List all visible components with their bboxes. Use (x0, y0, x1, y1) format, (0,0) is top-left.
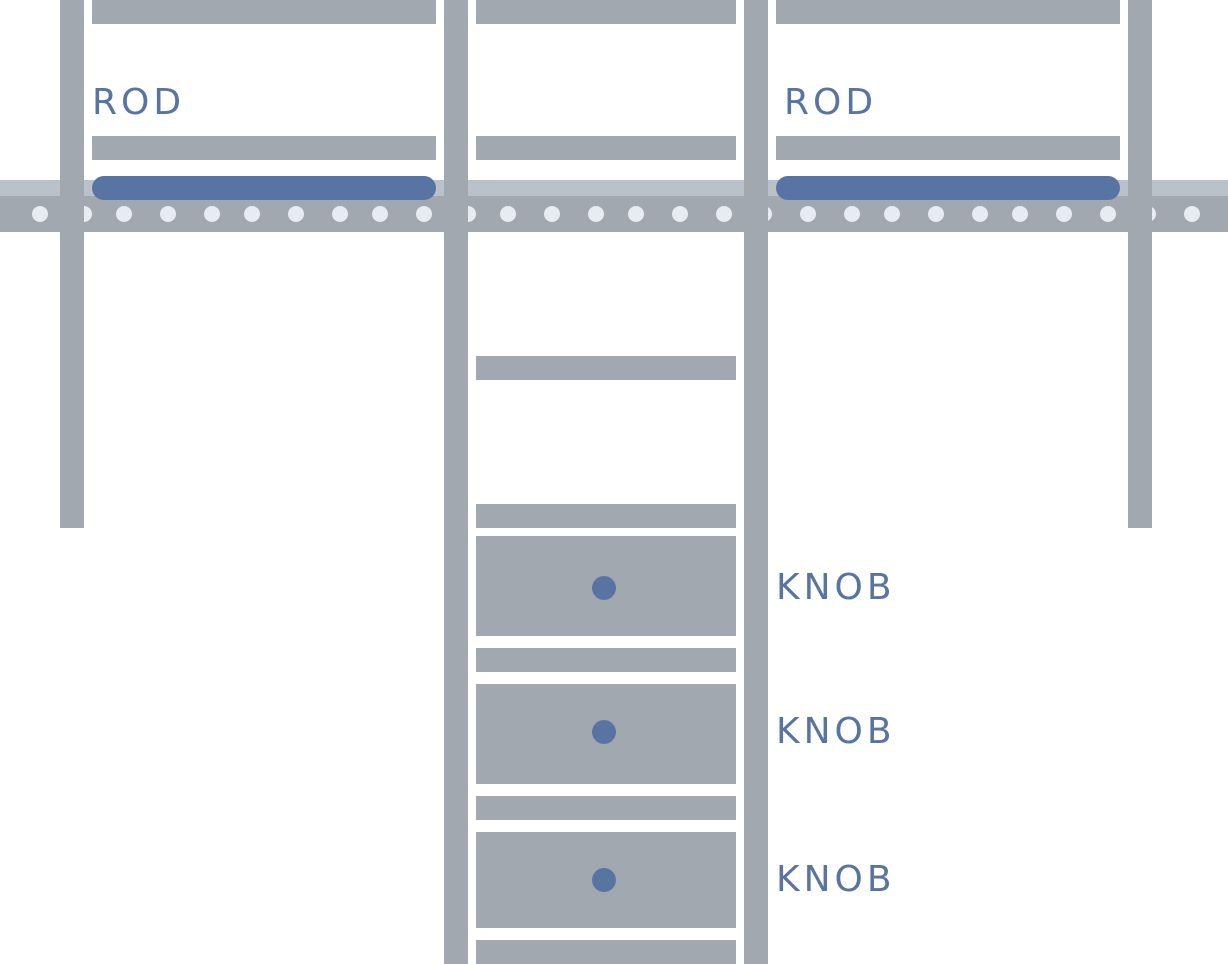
rail-hole (160, 206, 176, 222)
rail-hole (32, 206, 48, 222)
rail-hole (800, 206, 816, 222)
drawer-knob-3 (592, 868, 616, 892)
rail-hole (716, 206, 732, 222)
rail-hole (884, 206, 900, 222)
right-rod-shelf (776, 136, 1120, 160)
rail-hole (1100, 206, 1116, 222)
rail-hole (844, 206, 860, 222)
center-shelf-3 (476, 356, 736, 380)
center-top-shelf (476, 0, 736, 24)
rod-label-left: ROD (92, 82, 186, 123)
upright-center-right (744, 0, 768, 964)
left-hanging-rod (92, 176, 436, 200)
rail-hole (972, 206, 988, 222)
rail-hole (372, 206, 388, 222)
upright-center-left (444, 0, 468, 964)
left-top-shelf (92, 0, 436, 24)
rail-hole (204, 206, 220, 222)
drawer-knob-1 (592, 576, 616, 600)
rail-hole (1056, 206, 1072, 222)
rail-hole (928, 206, 944, 222)
center-shelf-4 (476, 504, 736, 528)
bottom-shelf (476, 940, 736, 964)
rail-hole (672, 206, 688, 222)
right-hanging-rod (776, 176, 1120, 200)
drawer-divider-2 (476, 796, 736, 820)
rail-hole (544, 206, 560, 222)
upright-right (1128, 0, 1152, 528)
left-rod-shelf (92, 136, 436, 160)
drawer-3 (476, 832, 736, 928)
rail-hole (1012, 206, 1028, 222)
rail-hole (332, 206, 348, 222)
drawer-divider-1 (476, 648, 736, 672)
center-shelf-2 (476, 136, 736, 160)
drawer-knob-2 (592, 720, 616, 744)
perforated-rail (0, 196, 1228, 232)
rail-hole (1184, 206, 1200, 222)
drawer-2 (476, 684, 736, 784)
rail-hole (588, 206, 604, 222)
rail-hole (628, 206, 644, 222)
knob-label-3: KNOB (776, 859, 896, 900)
knob-label-1: KNOB (776, 567, 896, 608)
knob-label-2: KNOB (776, 711, 896, 752)
rail-hole (416, 206, 432, 222)
upright-left (60, 0, 84, 528)
rod-label-right: ROD (784, 82, 878, 123)
rail-hole (500, 206, 516, 222)
rail-hole (244, 206, 260, 222)
rail-hole (116, 206, 132, 222)
right-top-shelf (776, 0, 1120, 24)
rail-hole (288, 206, 304, 222)
drawer-1 (476, 536, 736, 636)
